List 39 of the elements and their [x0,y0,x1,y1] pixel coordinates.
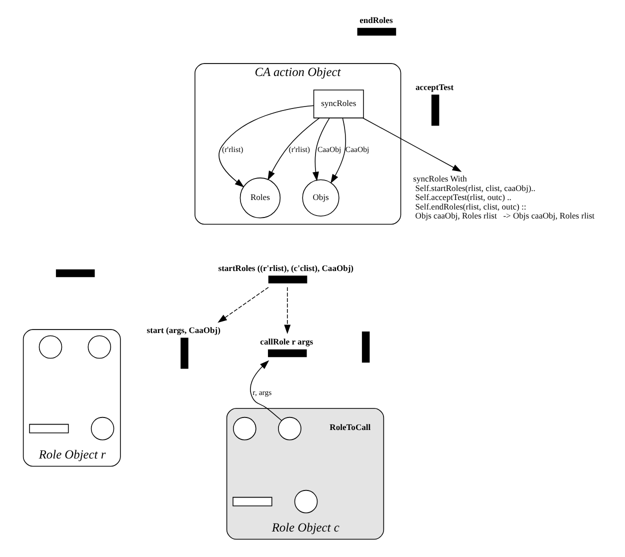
arrow [218,105,314,188]
arrow [312,118,330,182]
node-circle [87,335,111,359]
edge-label: (r'rlist) [288,145,310,154]
arrow [267,118,320,180]
node-box [356,28,396,36]
arrow [330,118,346,184]
node-label: RoleToCall [329,422,370,432]
node-label: endRoles [359,15,392,26]
node-circle [278,416,301,440]
arrow [217,286,268,323]
node-box [180,338,188,369]
edge-label: CaaObj [316,145,341,154]
node-box [268,276,307,284]
node-bar [55,269,94,278]
node-label: start (args, CaaObj) [146,324,220,335]
edge-label: (r'rlist) [222,145,243,154]
cluster: Role Object r [22,329,120,467]
arrow [362,118,462,172]
node-circle [294,490,318,514]
node-box: syncRoles [312,90,364,118]
node-box [267,349,306,358]
node-label: startRoles ((r'rlist), (c'clist), CaaObj) [218,262,354,273]
node-bar [361,332,370,363]
edge-label: CaaObj [344,145,369,154]
node-circle [232,416,256,440]
node-box [28,424,68,434]
node-box [232,496,272,506]
edge-label: r, args [252,388,272,398]
node-label: acceptTest [415,82,454,92]
node-circle [38,335,62,359]
node-text: syncRoles With Self.startRoles(rlist, clist, caaObj).. Self.acceptTest(rlist, outc) .. Self.endRoles(rlist, clist, outc) :: Objs caaObj, Roles rlist -> Objs caaObj, Roles rlist [412,173,594,221]
node-circle [90,416,114,440]
node-circle: Objs [302,179,339,216]
node-label: callRole r args [260,336,313,347]
arrow [284,286,290,334]
node-circle: Roles [239,178,280,218]
node-box [430,94,439,126]
arrow [250,360,282,422]
